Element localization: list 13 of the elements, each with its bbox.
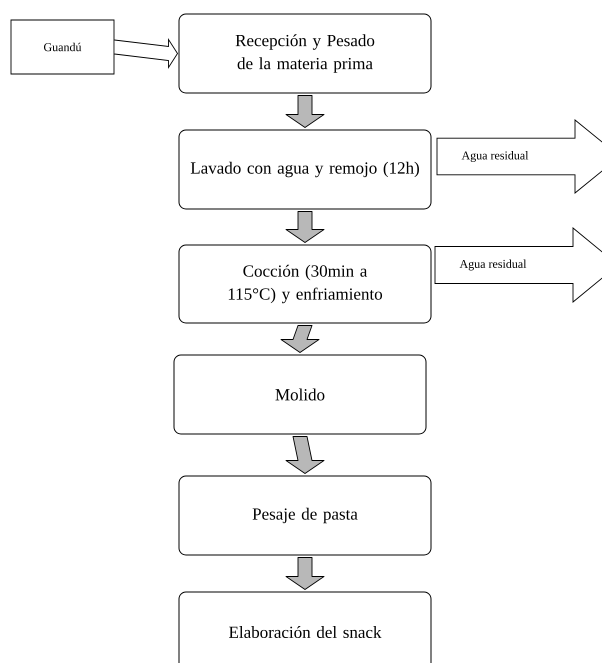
down-arrow	[286, 436, 324, 474]
process-box: Molido	[174, 354, 426, 434]
process-box: Pesaje de pasta	[178, 476, 432, 556]
down-arrow	[280, 325, 320, 353]
down-arrow	[286, 95, 324, 128]
process-box: Elaboración del snack	[178, 592, 432, 663]
down-arrow	[286, 211, 324, 243]
process-box: Lavado con agua y remojo (12h)	[178, 130, 432, 210]
input-box: Guandú	[10, 20, 114, 74]
process-box: Cocción (30min a 115°C) y enfriamiento	[178, 244, 432, 324]
down-arrow	[286, 557, 324, 590]
process-box: Recepción y Pesado de la materia prima	[178, 14, 432, 94]
block-arrow	[114, 38, 178, 70]
